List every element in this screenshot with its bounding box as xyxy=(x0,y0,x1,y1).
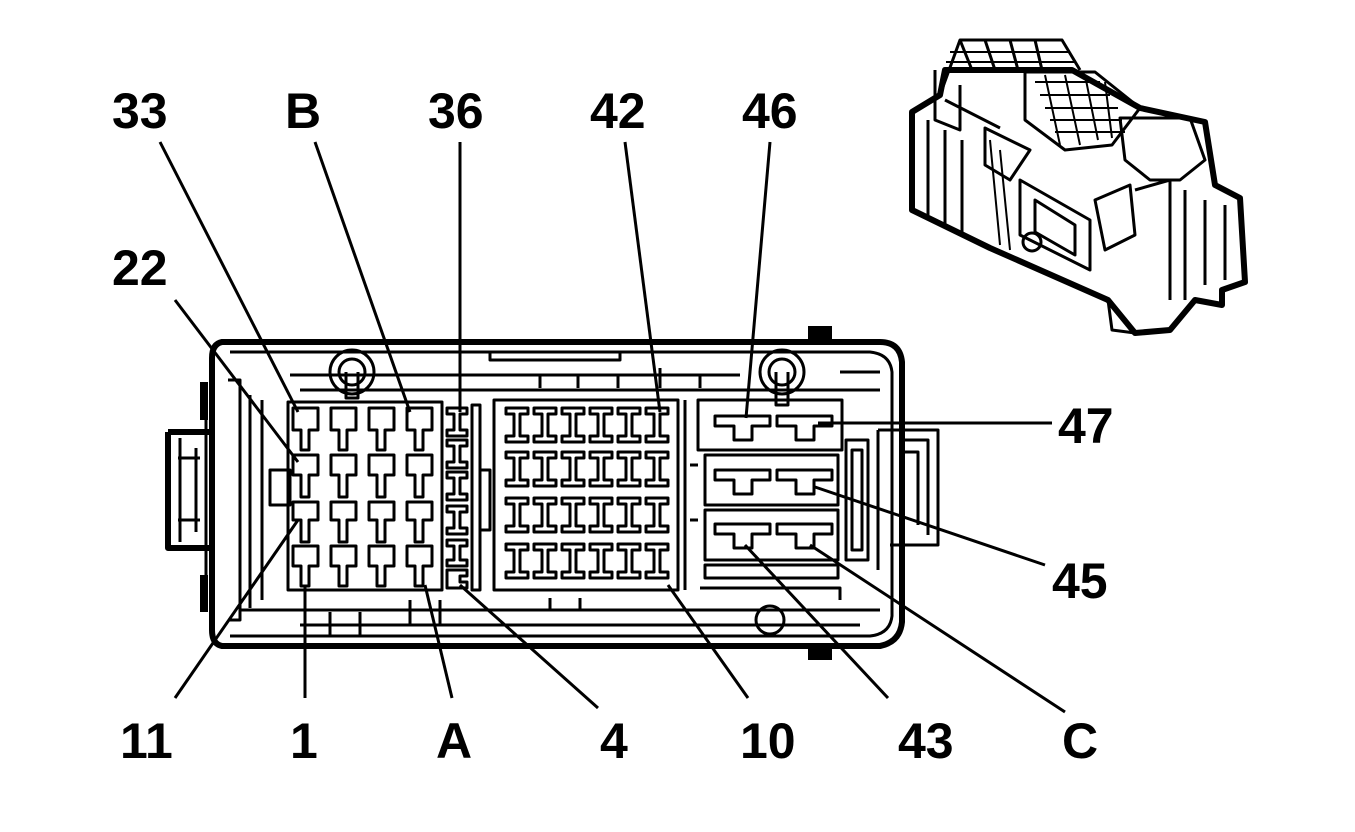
label-43: 43 xyxy=(898,713,954,769)
terminal-cavity xyxy=(644,406,670,444)
label-42: 42 xyxy=(590,83,646,139)
label-45: 45 xyxy=(1052,553,1108,609)
terminal-column-small xyxy=(445,403,492,592)
terminal-cavity xyxy=(532,450,558,488)
label-C: C xyxy=(1062,713,1098,769)
terminal-cavity xyxy=(532,496,558,534)
terminal-cavity xyxy=(644,450,670,488)
terminal-cavity xyxy=(644,496,670,534)
label-A: A xyxy=(436,713,472,769)
terminal-cavity xyxy=(532,542,558,580)
label-33: 33 xyxy=(112,83,168,139)
terminal-cavity xyxy=(560,450,586,488)
terminal-cavity xyxy=(504,542,530,580)
terminal-block-middle xyxy=(492,398,680,592)
terminal-cavity xyxy=(616,450,642,488)
terminal-cavity xyxy=(532,406,558,444)
terminal-cavity xyxy=(588,542,614,580)
terminal-cavity xyxy=(616,542,642,580)
terminal-cavity xyxy=(616,406,642,444)
terminal-cavity xyxy=(616,496,642,534)
label-4: 4 xyxy=(600,713,628,769)
terminal-cavity xyxy=(504,450,530,488)
terminal-cavity xyxy=(644,542,670,580)
terminal-cavity xyxy=(588,496,614,534)
label-47: 47 xyxy=(1058,398,1114,454)
leader-lines xyxy=(158,141,1066,714)
terminal-cavity xyxy=(560,496,586,534)
label-46: 46 xyxy=(742,83,798,139)
terminal-cavity xyxy=(504,406,530,444)
terminal-cavity xyxy=(588,450,614,488)
terminal-cavity xyxy=(588,406,614,444)
label-1: 1 xyxy=(290,713,318,769)
callout-labels: 33 B 36 42 46 22 47 45 11 1 A 4 10 43 C xyxy=(112,83,1114,769)
terminal-cavity xyxy=(560,406,586,444)
label-B: B xyxy=(285,83,321,139)
label-10: 10 xyxy=(740,713,796,769)
terminal-cavity xyxy=(504,496,530,534)
label-22: 22 xyxy=(112,240,168,296)
label-11: 11 xyxy=(120,713,173,769)
connector-face xyxy=(165,326,940,660)
connector-isometric-view xyxy=(909,38,1248,336)
label-36: 36 xyxy=(428,83,484,139)
terminal-block-left xyxy=(286,400,444,592)
terminal-cavity xyxy=(560,542,586,580)
